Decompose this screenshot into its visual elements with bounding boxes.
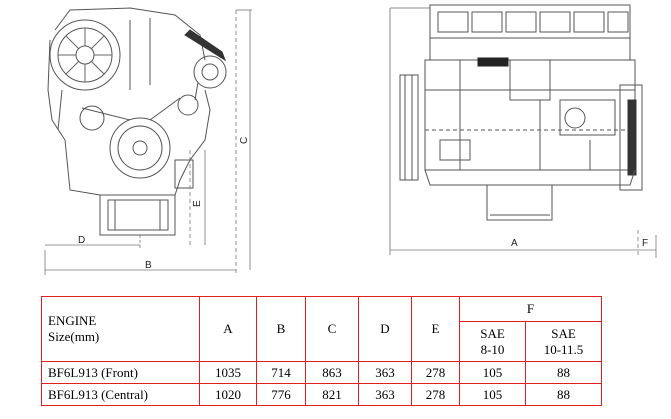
value-cell: 88 [525, 383, 602, 406]
dim-label-d: D [78, 235, 85, 246]
value-cell: 1035 [199, 361, 257, 384]
column-group-f: F [459, 296, 602, 322]
column-header-a: A [199, 296, 257, 362]
front-view-dimensions [44, 9, 252, 275]
value-cell: 1020 [199, 383, 257, 406]
engine-name-cell: BF6L913 (Front) [41, 361, 200, 384]
table-row: BF6L913 (Central) 1020 776 821 363 278 1… [41, 383, 602, 406]
dim-label-f: F [642, 238, 648, 249]
value-cell: 363 [358, 383, 412, 406]
column-header-f-sae-8-10: SAE 8-10 [459, 321, 526, 362]
column-header-b: B [256, 296, 306, 362]
value-cell: 776 [256, 383, 306, 406]
table-header-row: ENGINE Size(mm) A B C D E F [41, 296, 602, 362]
engine-size-table: ENGINE Size(mm) A B C D E F SAE 8-10 SAE… [41, 296, 602, 406]
table-row: BF6L913 (Front) 1035 714 863 363 278 105… [41, 361, 602, 384]
value-cell: 105 [459, 383, 526, 406]
column-header-f-sae-10-11-5: SAE 10-11.5 [525, 321, 602, 362]
side-view-dimensions [390, 230, 657, 258]
engine-side-view [389, 4, 643, 255]
engine-header-line1: ENGINE [48, 313, 97, 328]
value-cell: 363 [358, 361, 412, 384]
column-header-c: C [305, 296, 359, 362]
value-cell: 105 [459, 361, 526, 384]
dim-label-b: B [145, 260, 152, 271]
value-cell: 278 [411, 383, 460, 406]
column-header-d: D [358, 296, 412, 362]
dim-label-e: E [192, 200, 203, 207]
dim-label-a: A [511, 238, 518, 249]
engine-drawings: B C D E [44, 4, 657, 275]
value-cell: 863 [305, 361, 359, 384]
table-subheader-row: SAE 8-10 SAE 10-11.5 [42, 321, 602, 362]
value-cell: 821 [305, 383, 359, 406]
column-header-e: E [411, 296, 460, 362]
dim-label-c: C [239, 137, 250, 144]
value-cell: 88 [525, 361, 602, 384]
engine-header-line2: Size(mm) [48, 329, 100, 344]
engine-name-cell: BF6L913 (Central) [41, 383, 200, 406]
value-cell: 714 [256, 361, 306, 384]
engine-size-header: ENGINE Size(mm) [41, 296, 200, 362]
engine-front-view [47, 7, 227, 236]
value-cell: 278 [411, 361, 460, 384]
